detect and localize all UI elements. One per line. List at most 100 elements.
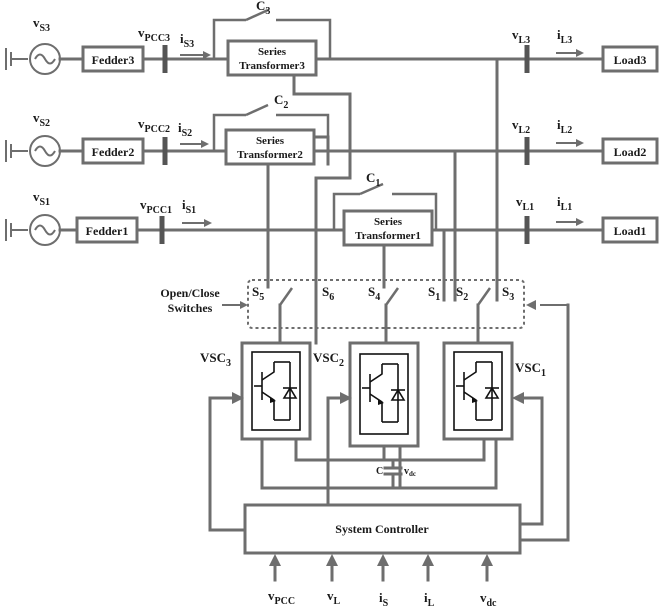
svg-text:S5: S5 [252,284,264,303]
controller-box [243,503,522,555]
transformer-to-switch-wiring [266,57,499,289]
switch-panel-right-arrow-icon [526,300,568,310]
input-arrow-vl [326,554,338,582]
input-vdc-subscript: dc [487,598,498,609]
load-voltage-label: v [516,194,523,209]
vsc-label: VSC [515,360,541,375]
input-il-label: i [424,590,428,605]
svg-text:VSC3: VSC3 [200,350,231,369]
svg-text:iS: iS [379,590,389,609]
load-voltage-label: v [512,117,519,132]
svg-text:vL: vL [327,588,341,607]
svg-text:vS1: vS1 [33,189,50,208]
bypass-cap-label: C [256,0,265,13]
svg-text:vS3: vS3 [33,15,50,34]
transformer-label-line1: Series [258,46,287,58]
sine-wave-icon [34,224,56,236]
switch-s4-subscript: 4 [375,292,380,303]
source-voltage-subscript: S3 [40,23,51,34]
svg-text:iS1: iS1 [182,197,196,216]
switch-panel-label-line2: Switches [168,301,213,315]
bypass-switch [245,103,269,117]
switch-s5-subscript: 5 [259,292,264,303]
source-current-subscript: S1 [186,205,197,216]
series-transformer-box [224,128,316,166]
igbt-icon [251,351,301,431]
vsc-subscript: 3 [226,358,231,369]
transformer-label-line1: Series [374,216,403,228]
current-arrow-icon [556,49,584,57]
svg-text:VSC2: VSC2 [313,350,344,369]
load-current-subscript: L3 [561,35,573,46]
svg-text:vS2: vS2 [33,110,50,129]
svg-text:C2: C2 [274,92,288,111]
switch-s1-label: S [428,284,435,299]
load-voltage-subscript: L1 [523,202,535,213]
transformer-label-line2: Transformer2 [237,149,303,161]
svg-text:iS3: iS3 [180,31,194,50]
svg-text:iL: iL [424,590,435,609]
input-is-subscript: S [383,598,389,609]
source-current-label: i [178,120,182,135]
pcc-voltage-label: v [138,25,145,40]
load-label: Load2 [614,145,647,159]
svg-text:S1: S1 [428,284,440,303]
ground-symbol [5,140,28,162]
load-label: Load1 [614,224,647,238]
vsc-3: VSC3 [200,341,312,441]
switch-s2-subscript: 2 [463,292,468,303]
load-current-label: i [557,194,561,209]
vsc-1: VSC1 [442,341,546,441]
switch-s3-subscript: 3 [509,292,514,303]
bypass-switch [359,182,384,196]
current-arrow-icon [180,51,211,59]
vsc-box [348,341,420,448]
source-voltage-label: v [33,110,40,125]
svg-text:vPCC3: vPCC3 [138,25,170,44]
bypass-switch [245,8,269,22]
switch-s3-label: S [502,284,509,299]
switch-panel-frame [247,279,525,329]
current-arrow-icon [180,140,209,148]
source-current-subscript: S3 [184,39,195,50]
igbt-icon [453,351,503,431]
input-arrow-is [377,554,389,582]
switch-s2 [476,287,492,306]
svg-text:iS2: iS2 [178,120,192,139]
pcc-voltage-subscript: PCC1 [147,205,173,216]
gate-signal-vsc2 [326,392,352,507]
load-voltage-label: v [512,27,519,42]
sine-wave-icon [34,145,56,157]
switch-s5-label: S [252,284,259,299]
input-arrow-vdc [481,554,493,582]
svg-text:vL3: vL3 [512,27,530,46]
vsc-box [442,341,514,441]
source-voltage-subscript: S2 [40,118,51,129]
gate-signal-vsc1 [512,392,544,526]
svg-text:vL1: vL1 [516,194,534,213]
ground-symbol [5,48,28,70]
svg-text:vdc: vdc [480,590,497,609]
feeder-label: Fedder2 [92,145,135,159]
current-arrow-icon [556,218,584,226]
source-voltage-label: v [33,189,40,204]
input-vl-subscript: L [334,596,341,607]
current-arrow-icon [556,139,584,147]
source-voltage-label: v [33,15,40,30]
sine-wave-icon [34,53,56,65]
feeder-label: Fedder3 [92,53,135,67]
source-current-subscript: S2 [182,128,193,139]
source-current-label: i [180,31,184,46]
switch-s1-subscript: 1 [435,292,440,303]
input-is-label: i [379,590,383,605]
svg-text:iL1: iL1 [557,194,572,213]
load-voltage-subscript: L3 [519,35,531,46]
pcc-voltage-label: v [138,116,145,131]
vsc-2: VSC2 [313,341,420,448]
input-vdc-label: v [480,590,487,605]
current-arrow-icon [182,219,212,227]
svg-text:vdc: vdc [404,466,416,478]
load-box [601,45,659,73]
switch-s4-label: S [368,284,375,299]
input-vpcc-subscript: PCC [275,596,296,607]
